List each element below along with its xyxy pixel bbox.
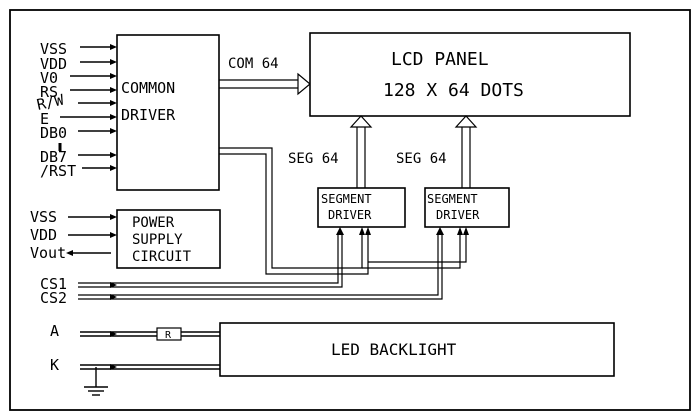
- pin-label-vdd: VDD: [40, 55, 67, 73]
- com-bus-arrowhead: [297, 72, 311, 96]
- segment-driver-1-line2: DRIVER: [328, 208, 372, 222]
- segment-driver-1-line1: SEGMENT: [321, 192, 372, 206]
- segment-driver-1: SEGMENT DRIVER: [317, 187, 406, 228]
- power-supply-block: POWER SUPPLY CIRCUIT: [116, 209, 221, 269]
- lcd-panel-block: LCD PANEL 128 X 64 DOTS: [309, 32, 631, 117]
- power-supply-line1: POWER: [132, 215, 175, 231]
- common-to-segment-bus: [219, 147, 469, 275]
- seg-bus-1-arrowhead: [349, 115, 373, 128]
- lcd-panel-line2: 128 X 64 DOTS: [383, 80, 524, 101]
- power-supply-box: [116, 209, 221, 269]
- led-backlight-block: LED BACKLIGHT: [219, 322, 615, 377]
- cs1-label: CS1: [40, 275, 67, 293]
- power-label-vout: Vout: [30, 244, 66, 262]
- com-label: COM 64: [228, 56, 279, 72]
- seg-label-2: SEG 64: [396, 151, 447, 167]
- common-driver-line2: DRIVER: [121, 106, 176, 124]
- power-label-vss: VSS: [30, 208, 57, 226]
- pin-label-e: E: [40, 110, 49, 128]
- led-backlight-label: LED BACKLIGHT: [331, 340, 457, 359]
- segment-driver-2-line2: DRIVER: [436, 208, 480, 222]
- chip-select-inputs: CS1 CS2: [40, 227, 444, 307]
- com-bus: COM 64: [219, 56, 311, 96]
- pin-label-rst: /RST: [40, 162, 76, 180]
- seg-bus-2-arrowhead: [454, 115, 478, 128]
- resistor: [156, 327, 182, 341]
- seg-bus-2: SEG 64: [396, 115, 478, 188]
- segment-driver-2-box: [424, 187, 510, 228]
- power-inputs: VSS VDD Vout: [30, 208, 117, 262]
- seg-bus-1: SEG 64: [288, 115, 373, 188]
- pin-label-db0: DB0: [40, 124, 67, 142]
- resistor-label: R: [165, 330, 172, 341]
- power-supply-line2: SUPPLY: [132, 232, 183, 248]
- power-supply-line3: CIRCUIT: [132, 249, 192, 265]
- segment-driver-2-line1: SEGMENT: [427, 192, 478, 206]
- input-wires: [60, 44, 117, 171]
- lcd-panel-box: [309, 32, 631, 117]
- common-driver-box: [116, 34, 220, 191]
- led-backlight-box: [219, 322, 615, 377]
- cathode-label: K: [50, 356, 59, 374]
- common-driver-inputs: VSS VDD V0 RS R/W E DB0 DB7 /RST: [35, 40, 117, 180]
- lcd-panel-line1: LCD PANEL: [391, 49, 489, 70]
- pin-label-db7: DB7: [40, 148, 67, 166]
- pin-label-v0: V0: [40, 69, 58, 87]
- backlight-inputs: A K R: [50, 322, 220, 396]
- power-label-vdd: VDD: [30, 226, 57, 244]
- common-driver-line1: COMMON: [121, 79, 175, 97]
- common-driver-block: COMMON DRIVER: [116, 34, 220, 191]
- pin-label-vss: VSS: [40, 40, 67, 58]
- seg-label-1: SEG 64: [288, 151, 339, 167]
- anode-label: A: [50, 322, 59, 340]
- cs2-label: CS2: [40, 289, 67, 307]
- pin-label-rw: R/W: [35, 90, 66, 113]
- outer-frame: [9, 9, 691, 411]
- segment-driver-1-box: [317, 187, 406, 228]
- pin-label-rs: RS: [40, 83, 58, 101]
- segment-driver-2: SEGMENT DRIVER: [424, 187, 510, 228]
